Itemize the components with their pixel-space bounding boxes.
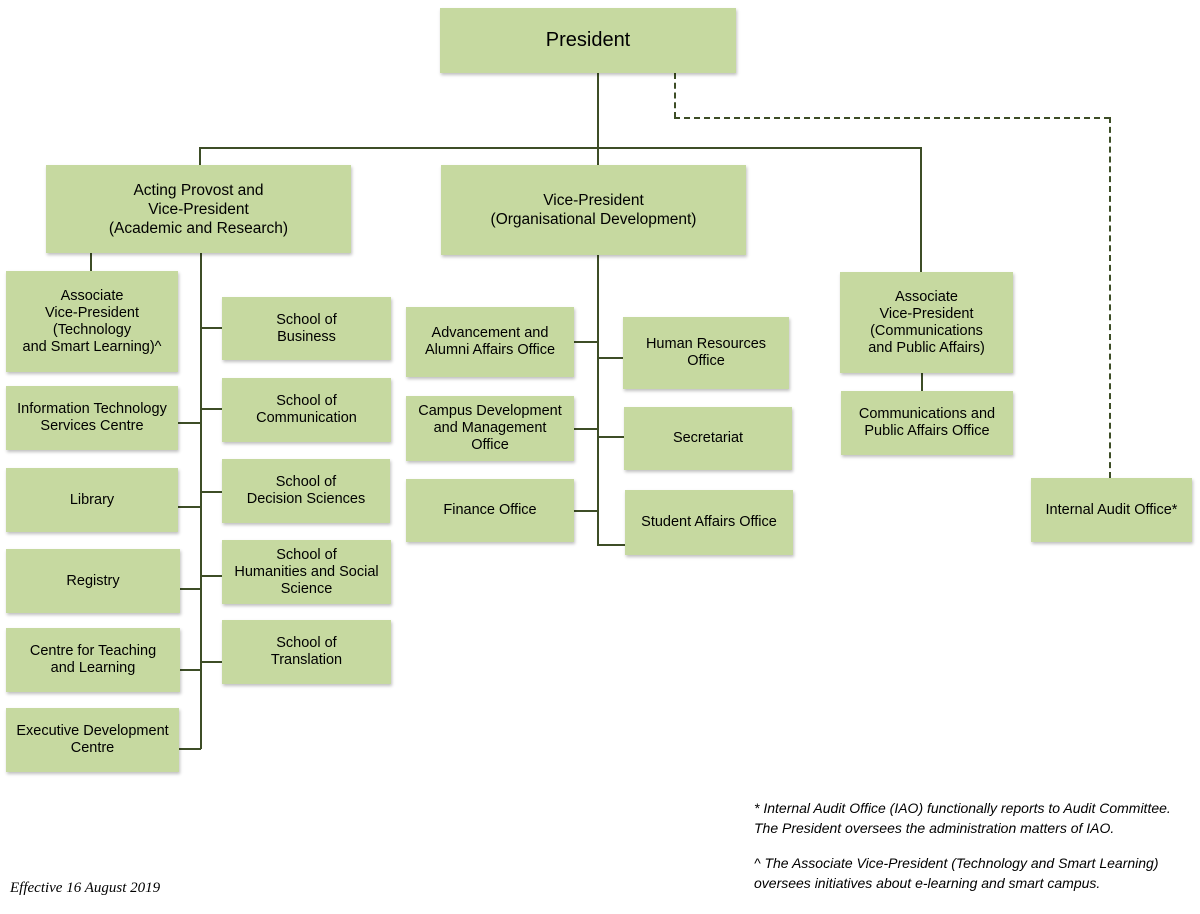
connector-line: [199, 147, 201, 165]
school-humanities-box: School of Humanities and Social Science: [222, 540, 391, 604]
iao-footnote: * Internal Audit Office (IAO) functional…: [754, 800, 1171, 836]
connector-line: [200, 491, 222, 493]
library-box: Library: [6, 468, 178, 532]
internal-audit-box: Internal Audit Office*: [1031, 478, 1192, 542]
connector-line: [597, 436, 624, 438]
dashed-connector: [674, 73, 676, 118]
registry-box: Registry: [6, 549, 180, 613]
school-translation-box: School of Translation: [222, 620, 391, 684]
connector-line: [178, 506, 201, 508]
avp-cpa-box: Associate Vice-President (Communications…: [840, 272, 1013, 373]
connector-line: [920, 147, 922, 272]
connector-line: [597, 147, 599, 165]
advancement-box: Advancement and Alumni Affairs Office: [406, 307, 574, 377]
finance-box: Finance Office: [406, 479, 574, 542]
connector-line: [178, 422, 201, 424]
effective-date: Effective 16 August 2019: [10, 880, 161, 896]
connector-line: [180, 669, 201, 671]
school-business-box: School of Business: [222, 297, 391, 360]
connector-line: [597, 357, 623, 359]
secretariat-box: Secretariat: [624, 407, 792, 470]
connector-line: [178, 748, 201, 750]
campus-dev-box: Campus Development and Management Office: [406, 396, 574, 461]
connector-line: [199, 147, 921, 149]
connector-line: [200, 575, 222, 577]
provost-box: Acting Provost and Vice-President (Acade…: [46, 165, 351, 253]
hr-box: Human Resources Office: [623, 317, 789, 389]
connector-line: [200, 252, 202, 749]
vp-od-box: Vice-President (Organisational Developme…: [441, 165, 746, 255]
connector-line: [597, 544, 625, 546]
avp-tsl-box: Associate Vice-President (Technology and…: [6, 271, 178, 372]
connector-line: [180, 588, 201, 590]
school-communication-box: School of Communication: [222, 378, 391, 442]
connector-line: [574, 341, 598, 343]
cpa-office-box: Communications and Public Affairs Office: [841, 391, 1013, 455]
avp-footnote: ^ The Associate Vice-President (Technolo…: [754, 855, 1159, 891]
president-box: President: [440, 8, 736, 73]
connector-line: [90, 252, 92, 272]
teaching-learning-box: Centre for Teaching and Learning: [6, 628, 180, 692]
it-services-box: Information Technology Services Centre: [6, 386, 178, 450]
dashed-connector: [1109, 117, 1111, 478]
connector-line: [574, 428, 598, 430]
connector-line: [597, 73, 599, 148]
connector-line: [574, 510, 598, 512]
connector-line: [200, 327, 222, 329]
connector-line: [200, 408, 222, 410]
connector-line: [200, 661, 222, 663]
dashed-connector: [674, 117, 1110, 119]
connector-line: [921, 373, 923, 392]
exec-dev-box: Executive Development Centre: [6, 708, 179, 772]
student-affairs-box: Student Affairs Office: [625, 490, 793, 555]
connector-line: [597, 255, 599, 545]
school-decision-box: School of Decision Sciences: [222, 459, 390, 523]
